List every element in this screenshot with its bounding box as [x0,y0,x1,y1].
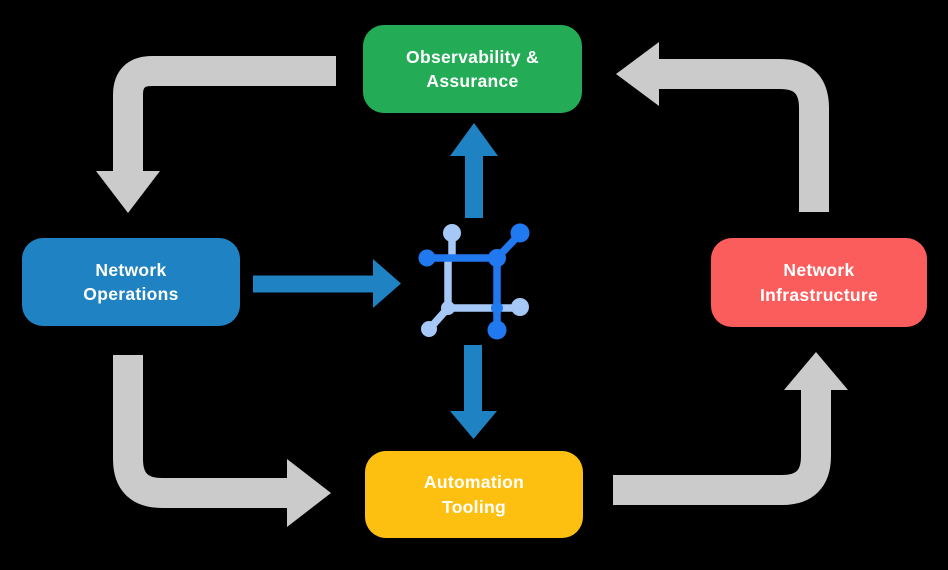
connector-arrow-right [253,259,401,308]
network-automation-icon [419,224,530,340]
connector-arrow-up [450,123,498,218]
node-network-operations: Network Operations [22,238,240,326]
node-observability-assurance-label: Observability & Assurance [406,45,539,94]
node-network-operations-label: Network Operations [83,258,178,307]
cycle-arrow-top-left [96,71,336,213]
node-observability-assurance: Observability & Assurance [363,25,582,113]
node-automation-tooling: Automation Tooling [365,451,583,538]
node-network-infrastructure-label: Network Infrastructure [760,258,878,307]
cycle-arrow-bottom-right [613,352,848,490]
cycle-arrow-bottom-left [128,355,331,527]
connector-arrow-down [450,345,497,439]
node-automation-tooling-label: Automation Tooling [424,470,524,519]
cycle-arrow-top-right [616,42,814,212]
node-network-infrastructure: Network Infrastructure [711,238,927,327]
